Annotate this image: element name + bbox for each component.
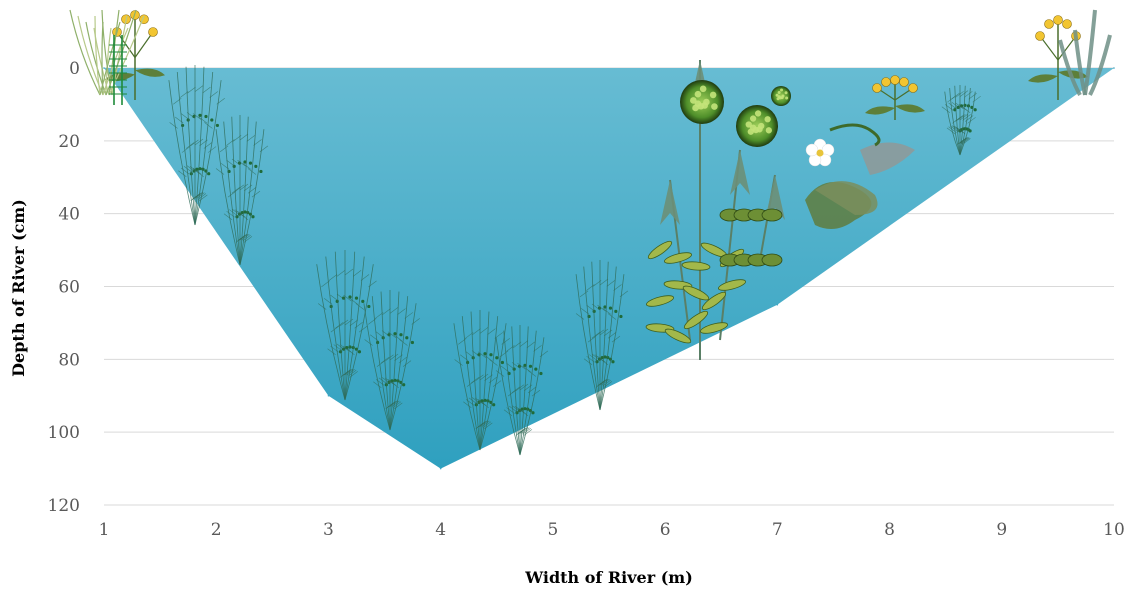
plant-illustrations (69, 9, 1112, 456)
water-area (104, 68, 1114, 469)
x-tick-label: 9 (996, 520, 1007, 540)
submerged-weed-icon (575, 260, 629, 411)
x-tick-label: 8 (884, 520, 895, 540)
y-tick-label: 60 (58, 278, 80, 298)
yellow-flower-plant-icon (865, 75, 925, 120)
x-tick-label: 10 (1103, 520, 1125, 540)
x-tick-label: 5 (547, 520, 558, 540)
sedge-icon (1058, 9, 1112, 96)
river-cross-section (103, 67, 1115, 470)
submerged-weed-icon (495, 325, 549, 456)
pondweed-icon (645, 208, 783, 344)
data-point (103, 67, 105, 69)
duckweed-icon (771, 86, 791, 106)
x-axis-title: Width of River (m) (524, 568, 693, 587)
submerged-weed-icon (363, 290, 420, 431)
y-tick-label: 0 (69, 59, 80, 79)
x-tick-label: 3 (323, 520, 334, 540)
submerged-weed-icon (168, 65, 225, 226)
x-tick-label: 7 (772, 520, 783, 540)
x-tick-label: 4 (435, 520, 446, 540)
data-point (776, 303, 779, 306)
submerged-weed-icon (215, 115, 269, 266)
x-tick-labels: 1 2 3 4 5 6 7 8 9 10 (99, 520, 1125, 540)
horsetail-icon (109, 35, 127, 105)
submerged-weed-icon (316, 250, 377, 401)
x-tick-label: 6 (660, 520, 671, 540)
y-tick-label: 80 (58, 350, 80, 370)
water-lily-icon (805, 123, 915, 229)
y-tick-label: 20 (58, 132, 80, 152)
duckweed-icon (680, 80, 724, 124)
data-point (1113, 67, 1115, 69)
duckweed-icon (736, 105, 778, 147)
y-tick-label: 40 (58, 205, 80, 225)
y-tick-labels: 0 20 40 60 80 100 120 (48, 59, 80, 516)
x-tick-label: 1 (99, 520, 110, 540)
data-point (439, 467, 442, 470)
y-tick-label: 120 (48, 496, 80, 516)
data-point (327, 394, 330, 397)
submerged-weed-icon (453, 310, 510, 451)
y-tick-label: 100 (48, 423, 80, 443)
y-axis-title: Depth of River (cm) (9, 199, 28, 377)
submerged-weed-icon (941, 85, 981, 156)
x-tick-label: 2 (211, 520, 222, 540)
